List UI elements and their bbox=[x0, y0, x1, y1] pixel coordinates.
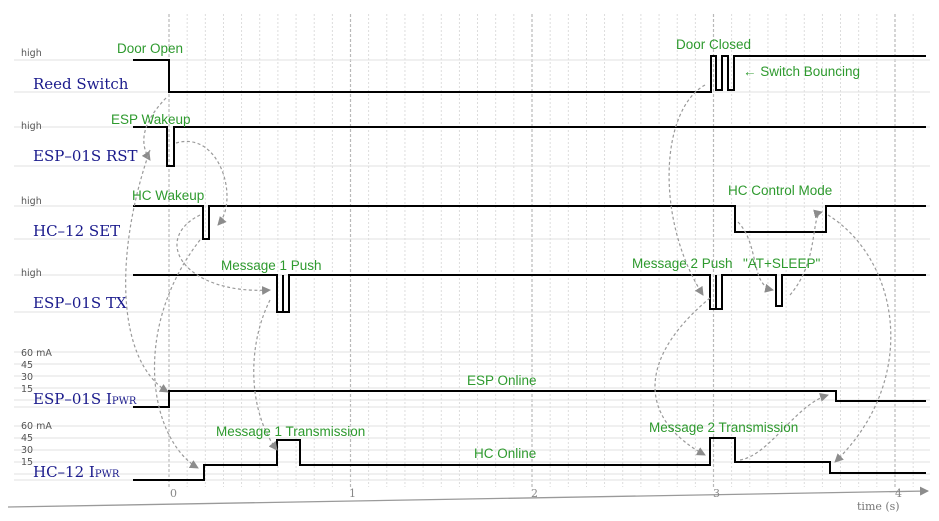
esp-ipwr-level-15: 15 bbox=[21, 384, 33, 395]
signal-name-reed-switch: Reed Switch bbox=[33, 75, 129, 93]
annotation-esp-online: ESP Online bbox=[467, 373, 537, 388]
arrow-set-to-at-sleep bbox=[737, 221, 774, 293]
waveform-reed-switch bbox=[133, 55, 926, 93]
arrow-door-to-rst bbox=[141, 97, 167, 161]
annotation-message2-push: Message 2 Push bbox=[632, 256, 733, 271]
annotation-switch-bouncing: ← Switch Bouncing bbox=[743, 64, 860, 79]
arrow-at-sleep-to-control bbox=[789, 209, 823, 296]
annotation-door-closed: Door Closed bbox=[676, 37, 751, 52]
tick-label-3: 3 bbox=[713, 487, 720, 500]
waveform-esp-rst bbox=[133, 126, 926, 167]
arrow-rst-to-set bbox=[175, 140, 228, 226]
signal-name-esp-tx: ESP–01S TX bbox=[33, 294, 127, 312]
annotation-message1-push: Message 1 Push bbox=[221, 258, 322, 273]
annotation-message1-transmission: Message 1 Transmission bbox=[216, 424, 365, 439]
signal-name-hc-ipwr: HC–12 IPWR bbox=[33, 463, 120, 481]
hc-ipwr-level-60: 60 mA bbox=[21, 421, 52, 432]
esp-rst-high-label: high bbox=[21, 121, 42, 132]
tick-label-2: 2 bbox=[531, 487, 538, 500]
waveform-hc-set bbox=[133, 205, 926, 240]
tick-label-4: 4 bbox=[895, 487, 902, 500]
arrow-tx-to-transmission1 bbox=[253, 299, 278, 451]
time-axis bbox=[7, 486, 929, 508]
waveform-esp-ipwr bbox=[133, 390, 926, 408]
tick-label-1: 1 bbox=[349, 487, 356, 500]
hc-ipwr-level-30: 30 bbox=[21, 445, 33, 456]
causal-arrows bbox=[125, 84, 892, 469]
annotation-hc-wakeup: HC Wakeup bbox=[132, 188, 204, 203]
annotation-esp-wakeup: ESP Wakeup bbox=[111, 112, 191, 127]
waveform-esp-tx bbox=[133, 274, 926, 313]
vertical-grid bbox=[168, 14, 914, 487]
annotation-message2-transmission: Message 2 Transmission bbox=[649, 420, 798, 435]
tick-label-0: 0 bbox=[170, 487, 177, 500]
esp-ipwr-level-30: 30 bbox=[21, 372, 33, 383]
annotation-at-sleep: "AT+SLEEP" bbox=[743, 256, 820, 271]
reed-switch-high-label: high bbox=[21, 48, 42, 59]
hc-set-high-label: high bbox=[21, 196, 42, 207]
esp-tx-high-label: high bbox=[21, 268, 42, 279]
arrow-control-to-hc-off bbox=[827, 214, 892, 463]
signal-name-esp-ipwr: ESP–01S IPWR bbox=[33, 390, 137, 408]
arrow-push2-to-transmission2 bbox=[654, 297, 711, 456]
hc-ipwr-level-15: 15 bbox=[21, 457, 33, 468]
time-axis-label: time (s) bbox=[857, 500, 900, 513]
arrow-rst-to-esp-online bbox=[125, 149, 169, 393]
signal-name-esp-rst: ESP–01S RST bbox=[33, 147, 138, 165]
hc-ipwr-level-45: 45 bbox=[21, 433, 33, 444]
annotation-door-open: Door Open bbox=[117, 41, 183, 56]
esp-ipwr-level-45: 45 bbox=[21, 360, 33, 371]
esp-ipwr-level-60: 60 mA bbox=[21, 348, 52, 359]
signal-name-hc-set: HC–12 SET bbox=[33, 222, 120, 240]
pulse-separators bbox=[282, 275, 717, 312]
arrow-door-closed-to-push2 bbox=[668, 84, 706, 296]
annotation-hc-control-mode: HC Control Mode bbox=[728, 183, 832, 198]
arrow-set-to-tx bbox=[176, 214, 271, 295]
waveform-hc-ipwr bbox=[133, 437, 926, 481]
annotation-hc-online: HC Online bbox=[474, 446, 536, 461]
arrow-transmission2-to-esp-off bbox=[739, 393, 829, 461]
